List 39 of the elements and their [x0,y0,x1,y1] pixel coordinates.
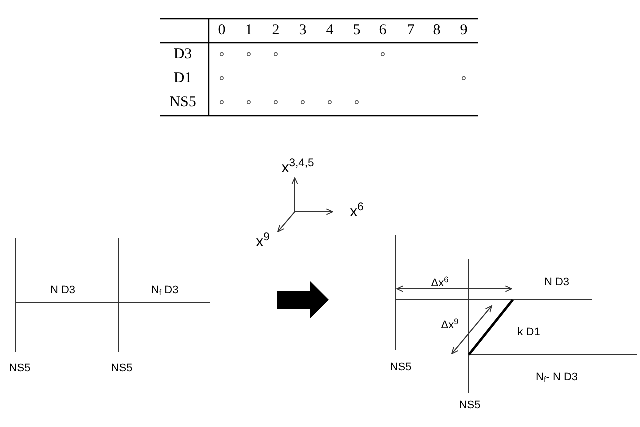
column-header: 1 [245,24,253,38]
table-mark: ∘ [244,96,254,110]
axis-label: x$^{3,4,5}$ [282,160,314,176]
column-header: 6 [379,24,387,38]
axis-label: x$^{6}$ [350,204,364,220]
table-mark: ∘ [218,96,226,110]
column-header: 5 [353,24,361,38]
brane-label: NS5 [111,364,133,374]
row-label: D1 [174,72,192,86]
column-header: 2 [272,24,280,38]
brane-label: Δx$^{6}$ [431,278,449,290]
brane-label: NS5 [9,364,31,374]
table-mark: ∘ [298,96,308,110]
table-mark: ∘ [352,96,362,110]
brane-label: NS5 [459,400,481,412]
brane-label: N D3 [544,278,570,288]
column-header: 4 [326,24,334,38]
brane-label: N D3 [50,286,76,296]
axis-label: x$^{9}$ [256,234,270,250]
brane-label: N$_{f}$ D3 [151,286,179,296]
table-mark: ∘ [218,48,226,62]
table-mark: ∘ [244,48,254,62]
column-header: 0 [218,24,226,38]
column-header: 8 [433,24,441,38]
table-mark: ∘ [460,72,468,86]
row-label: D3 [174,48,192,62]
column-header: 7 [407,24,415,38]
table-mark: ∘ [272,96,280,110]
table-mark: ∘ [326,96,334,110]
table-mark: ∘ [218,72,226,86]
table-mark: ∘ [378,48,388,62]
brane-label: N$_{f}$- N D3 [536,372,578,384]
brane-label: Δx$^{9}$ [441,320,459,332]
row-label: NS5 [170,96,196,110]
column-header: 9 [460,24,468,38]
table-mark: ∘ [272,48,280,62]
column-header: 3 [299,24,307,38]
brane-label: k D1 [518,328,540,338]
brane-label: NS5 [390,362,412,374]
